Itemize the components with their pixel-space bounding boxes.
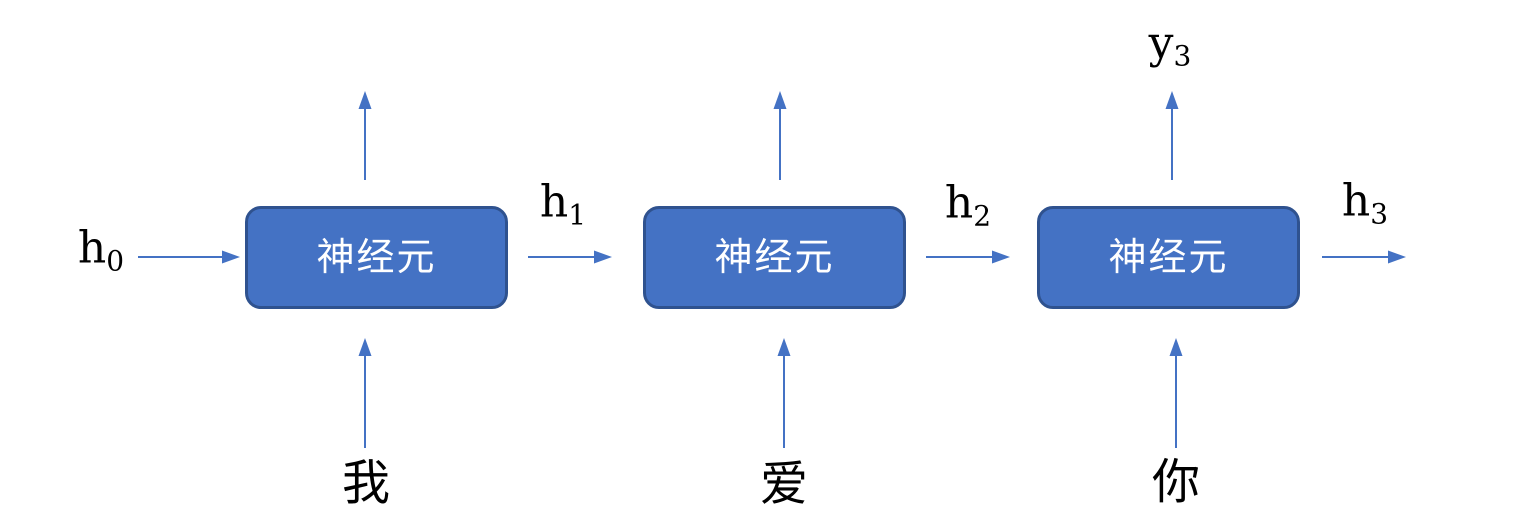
input-token-1: 我 [341,457,391,510]
label-h3-base: h [1341,175,1371,227]
label-y3: y3 [1149,21,1192,73]
arrow-output-cell2 [773,91,787,180]
label-y3-sub: 3 [1173,39,1192,73]
rnn-cell-2-label: 神经元 [714,236,835,279]
arrow-input-token2-to-cell2 [777,338,791,448]
input-token-2: 爱 [759,458,809,511]
arrow-output-cell1 [358,91,372,180]
label-h0: h0 [78,226,125,278]
label-h3-sub: 3 [1370,197,1389,231]
label-h3: h3 [1342,179,1389,231]
rnn-cell-1-label: 神经元 [316,236,437,279]
rnn-cell-3: 神经元 [1037,206,1300,309]
label-h1: h1 [540,180,587,232]
label-h1-sub: 1 [568,198,587,232]
label-h0-sub: 0 [106,244,125,278]
label-h2: h2 [945,181,992,233]
rnn-cell-2: 神经元 [643,206,906,309]
rnn-cell-3-label: 神经元 [1108,236,1229,279]
label-h2-sub: 2 [973,199,992,233]
arrow-input-token3-to-cell3 [1169,338,1183,448]
rnn-cell-1: 神经元 [245,206,508,309]
label-h0-base: h [77,222,107,274]
arrow-h3-out-of-cell3 [1322,250,1406,264]
label-h1-base: h [539,176,569,228]
label-h2-base: h [944,177,974,229]
arrow-output-cell3-to-y3 [1165,91,1179,180]
arrow-h2-cell2-to-cell3 [926,250,1010,264]
arrow-input-token1-to-cell1 [358,338,372,448]
arrow-h0-into-cell1 [138,250,240,264]
label-y3-base: y [1148,17,1174,69]
arrow-h1-cell1-to-cell2 [528,250,612,264]
input-token-3: 你 [1151,456,1201,509]
